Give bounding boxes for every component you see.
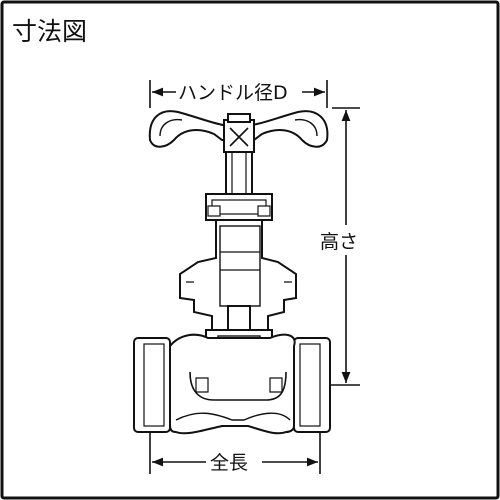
gland-nut xyxy=(205,193,273,221)
handle-wheel xyxy=(148,110,329,153)
bonnet xyxy=(179,219,297,331)
height-label: 高さ xyxy=(320,231,358,253)
height-dimension: 高さ xyxy=(320,107,360,386)
drawing-title: 寸法図 xyxy=(12,17,87,46)
handle-diameter-label: ハンドル径D xyxy=(178,82,288,104)
handle-diameter-dimension: ハンドル径D xyxy=(149,80,328,108)
total-length-label: 全長 xyxy=(210,452,248,474)
valve-body xyxy=(133,333,331,435)
total-length-dimension: 全長 xyxy=(149,430,321,474)
valve-illustration xyxy=(133,110,331,435)
